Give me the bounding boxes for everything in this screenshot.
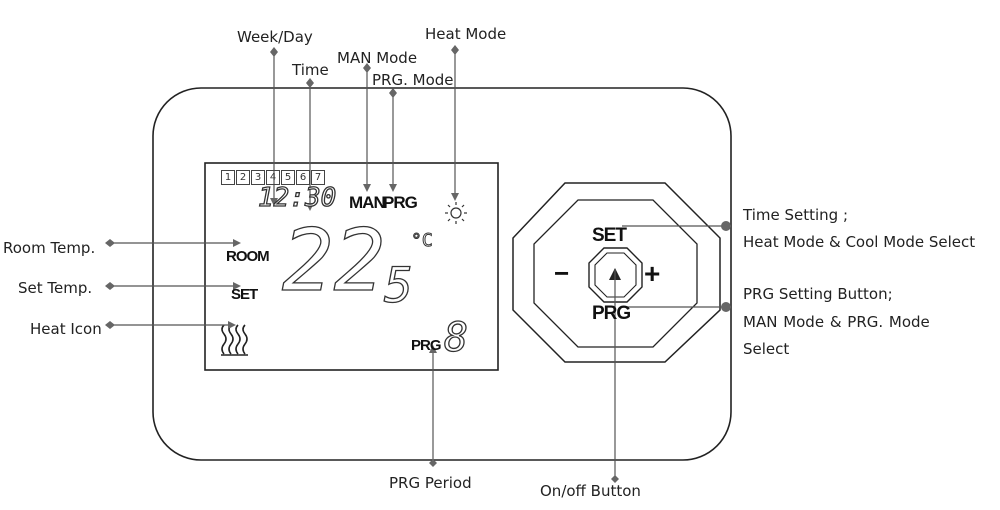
heat-waves-icon bbox=[221, 324, 248, 356]
week-day-box: 5 bbox=[281, 170, 295, 185]
callout-man-mode: MAN Mode bbox=[337, 49, 418, 67]
week-day-box: 7 bbox=[311, 170, 325, 185]
lcd-temperature-decimal: 5 bbox=[383, 258, 413, 314]
dial-minus-button[interactable]: − bbox=[554, 258, 569, 288]
power-button-ring bbox=[588, 247, 643, 303]
callout-room-temp: Room Temp. bbox=[3, 239, 96, 257]
dial-prg-button[interactable]: PRG bbox=[592, 303, 631, 324]
callout-set-temp: Set Temp. bbox=[18, 279, 93, 297]
lcd-temperature-main: 22 bbox=[281, 211, 386, 311]
lcd-set-label: SET bbox=[231, 286, 258, 303]
lcd-room-label: ROOM bbox=[226, 248, 270, 265]
dial-set-button[interactable]: SET bbox=[592, 225, 627, 246]
callout-week-day: Week/Day bbox=[237, 28, 313, 46]
lcd-prg-label: PRG bbox=[411, 337, 441, 354]
callout-prg-button-line2: MAN Mode & PRG. Mode bbox=[743, 313, 930, 331]
callout-time-setting-line1: Time Setting ; bbox=[743, 206, 849, 224]
callout-prg-button-line3: Select bbox=[743, 340, 790, 358]
week-day-box: 4 bbox=[266, 170, 280, 185]
callout-heat-icon: Heat Icon bbox=[30, 320, 102, 338]
callout-onoff-button: On/off Button bbox=[540, 482, 641, 500]
callout-prg-button-line1: PRG Setting Button; bbox=[743, 285, 893, 303]
dial-plus-button[interactable]: + bbox=[644, 258, 660, 289]
lcd-time: 12:30 bbox=[257, 182, 337, 213]
callout-prg-mode: PRG. Mode bbox=[372, 71, 454, 89]
callout-prg-period: PRG Period bbox=[389, 474, 472, 492]
lcd-prg-indicator: PRG bbox=[383, 193, 418, 212]
sun-icon bbox=[445, 202, 467, 224]
week-day-box: 3 bbox=[251, 170, 265, 185]
callout-time-setting-line2: Heat Mode & Cool Mode Select bbox=[743, 233, 976, 251]
power-button-inner bbox=[594, 252, 637, 298]
dial-outer-octagon bbox=[512, 182, 721, 363]
week-day-box: 6 bbox=[296, 170, 310, 185]
lcd-prg-period-digit: 8 bbox=[443, 315, 469, 361]
week-day-box: 2 bbox=[236, 170, 250, 185]
week-day-box: 1 bbox=[221, 170, 235, 185]
lcd-man-indicator: MAN bbox=[349, 193, 386, 212]
callout-time: Time bbox=[292, 61, 329, 79]
lcd-unit: °C bbox=[411, 230, 434, 252]
lcd-display bbox=[204, 162, 499, 371]
thermostat-housing bbox=[152, 87, 732, 461]
dial-inner-octagon bbox=[533, 199, 698, 348]
callout-heat-mode: Heat Mode bbox=[425, 25, 507, 43]
